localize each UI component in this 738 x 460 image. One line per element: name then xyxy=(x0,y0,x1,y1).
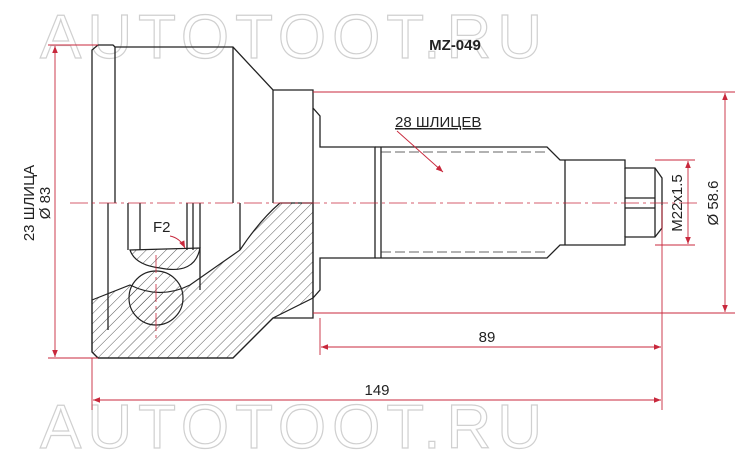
watermark-top: AUTOTOOT.RU xyxy=(40,3,548,72)
outer-diameter-label: Ø 83 xyxy=(37,187,54,220)
inner-splines-label: 28 ШЛИЦЕВ xyxy=(395,114,481,131)
section-hatch xyxy=(91,202,314,359)
cage-lines xyxy=(107,203,241,330)
shaft-length-label: 89 xyxy=(479,329,496,346)
outer-splines-label: 23 ШЛИЦА xyxy=(21,165,38,241)
part-number: MZ-049 xyxy=(429,37,481,54)
f2-label: F2 xyxy=(153,219,171,236)
seal-diameter-label: Ø 58.6 xyxy=(705,180,722,225)
dimensions xyxy=(48,44,735,410)
inner-race xyxy=(129,247,201,270)
thread-label: M22x1.5 xyxy=(669,174,686,232)
shaft xyxy=(375,146,663,259)
watermark-bottom: AUTOTOOT.RU xyxy=(40,393,548,460)
total-length-label: 149 xyxy=(364,382,389,399)
